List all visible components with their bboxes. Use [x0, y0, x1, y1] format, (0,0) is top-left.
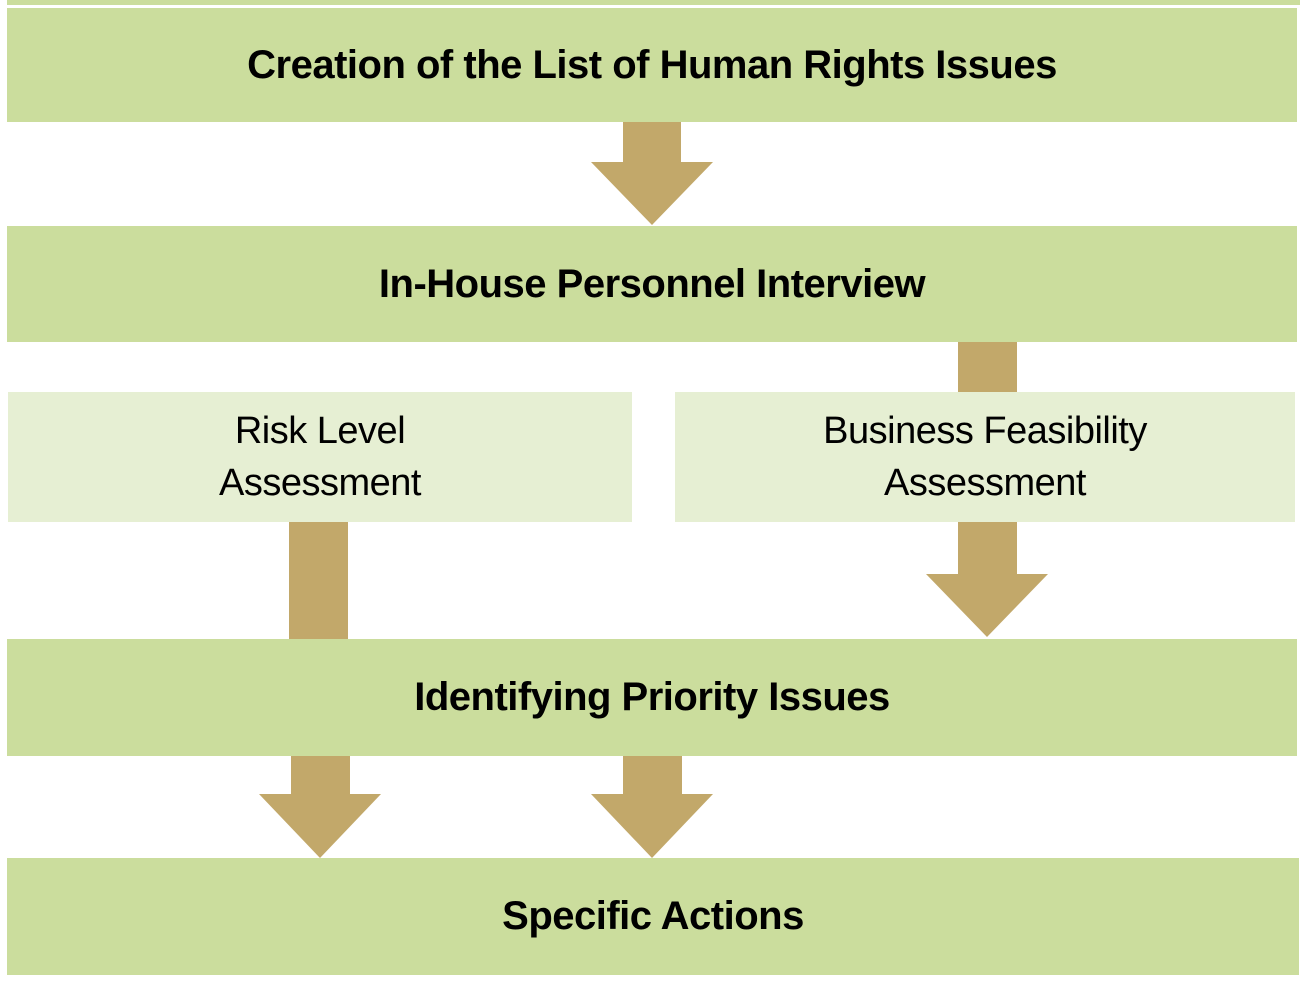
node-label-line: Assessment [219, 462, 421, 504]
node-label: Specific Actions [502, 894, 804, 938]
node-label: In-House Personnel Interview [378, 261, 926, 306]
arrow-shaft [623, 122, 681, 163]
node-label-line: Assessment [884, 462, 1086, 504]
down-arrow-head-icon [259, 794, 381, 858]
node-label-line: Risk Level [234, 410, 406, 452]
node-business-feasibility-assessment: Business Feasibility Assessment [675, 392, 1295, 522]
node-label: Identifying Priority Issues [414, 675, 890, 719]
down-arrow-head-icon [926, 574, 1048, 637]
arrow-shaft [291, 756, 350, 795]
node-specific-actions: Specific Actions [7, 858, 1299, 975]
connector-risk-to-priority [289, 522, 348, 639]
arrow-shaft [623, 756, 682, 795]
node-risk-level-assessment: Risk Level Assessment [8, 392, 632, 522]
node-identifying-priority-issues: Identifying Priority Issues [7, 639, 1297, 756]
node-in-house-interview: In-House Personnel Interview [7, 226, 1297, 342]
connector-interview-to-feasibility [958, 342, 1017, 393]
down-arrow-head-icon [591, 794, 713, 858]
down-arrow-head-icon [591, 162, 713, 225]
arrow-shaft [958, 522, 1017, 575]
node-label: Creation of the List of Human Rights Iss… [247, 42, 1057, 87]
node-label-line: Business Feasibility [823, 410, 1147, 452]
node-creation-of-list: Creation of the List of Human Rights Iss… [7, 8, 1297, 122]
top-border-strip [7, 0, 1300, 5]
